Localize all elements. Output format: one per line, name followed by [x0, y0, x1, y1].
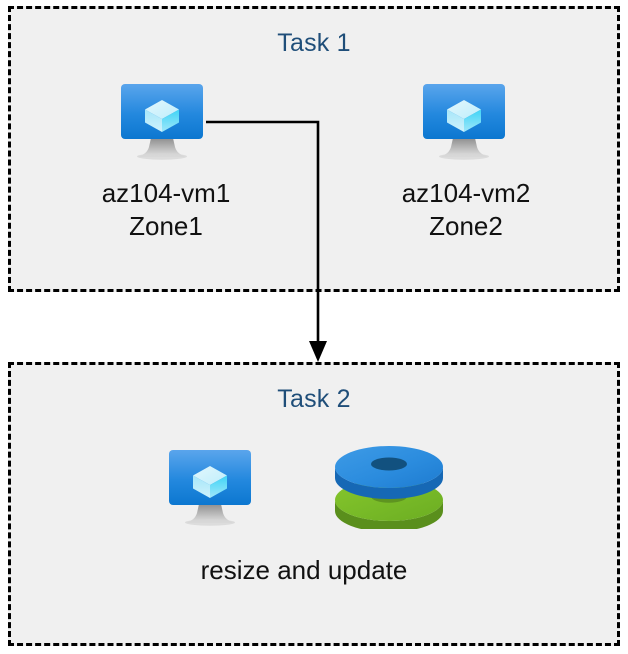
vm1-label: az104-vm1 Zone1 — [46, 177, 286, 243]
vm1-label-line2: Zone1 — [129, 211, 203, 241]
task-1-title: Task 1 — [277, 29, 351, 57]
task-2-title: Task 2 — [277, 385, 351, 413]
vm1-label-line1: az104-vm1 — [101, 178, 231, 208]
arrowhead-icon — [309, 341, 327, 362]
resize-and-update-label: resize and update — [200, 555, 408, 585]
vm2-label: az104-vm2 Zone2 — [346, 177, 586, 243]
task-2-group-box — [8, 362, 620, 646]
vm2-label-line1: az104-vm2 — [401, 178, 531, 208]
azure-virtual-machine-icon — [158, 448, 262, 526]
vm2-label-line2: Zone2 — [429, 211, 503, 241]
azure-virtual-machine-icon — [110, 82, 214, 160]
azure-disks-icon — [333, 443, 445, 532]
azure-virtual-machine-icon — [412, 82, 516, 160]
